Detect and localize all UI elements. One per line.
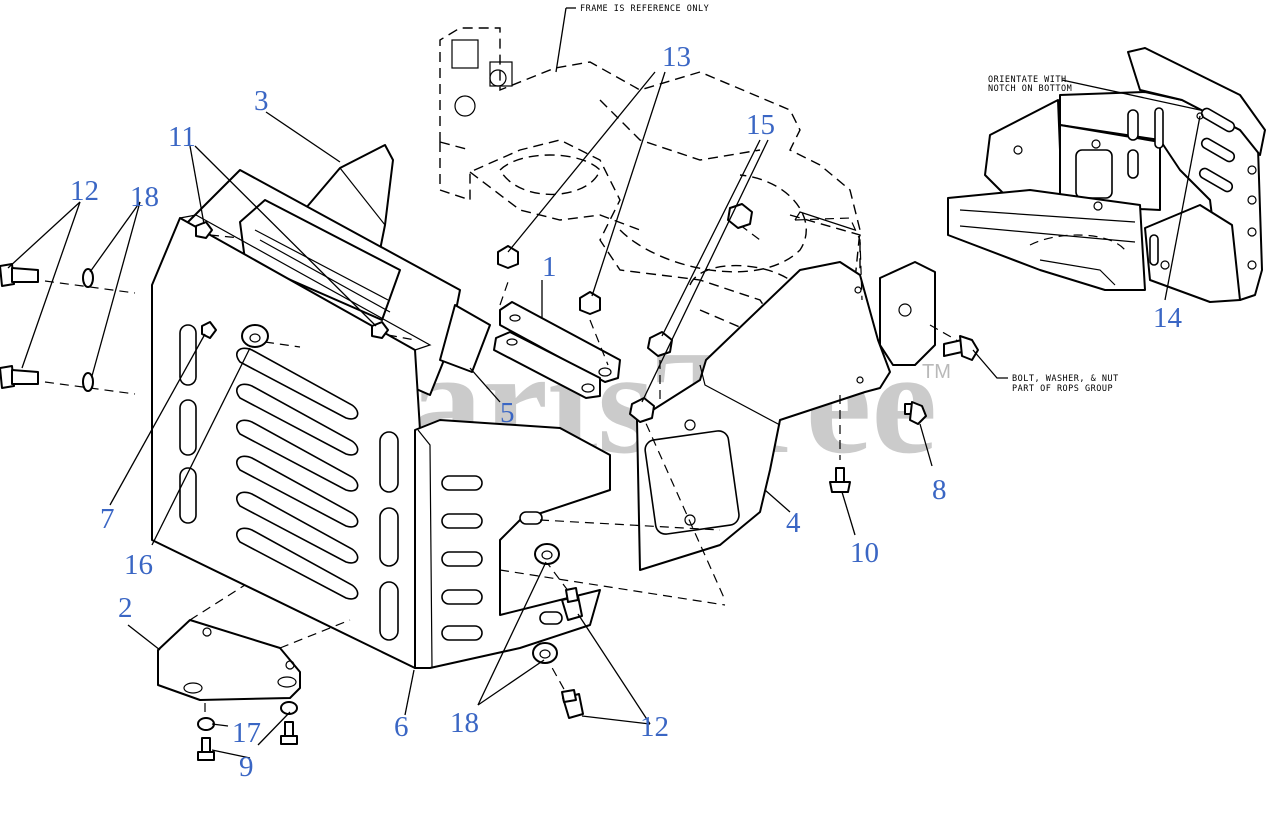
bolt-9-right: [280, 721, 298, 745]
note-orientate-line1: ORIENTATE WITH: [988, 75, 1067, 85]
leader-lines: [7, 7, 1201, 759]
callout-18-left[interactable]: 18: [130, 181, 159, 213]
spacer-16: [241, 324, 269, 348]
note-orientate-line2: NOTCH ON BOTTOM: [988, 84, 1072, 94]
bolt-12-bottom-upper: [561, 587, 583, 621]
part-6-main-shield: [151, 214, 611, 669]
part-4-side-shield: [636, 261, 891, 571]
callout-8[interactable]: 8: [932, 474, 947, 506]
callout-9[interactable]: 9: [239, 751, 254, 783]
washer-18-bottom-upper: [534, 543, 560, 565]
note-bolt-line1: BOLT, WASHER, & NUT: [1012, 374, 1119, 384]
washer-18-lower: [82, 372, 94, 392]
callout-5[interactable]: 5: [500, 397, 515, 429]
bolt-12-bottom-lower: [561, 689, 584, 719]
watermark-trademark: TM: [922, 361, 951, 383]
bolt-8: [904, 401, 927, 425]
nut-15-upper: [647, 331, 673, 357]
assembly-lines: [44, 224, 966, 712]
inset-assembly: [947, 47, 1266, 303]
callout-11[interactable]: 11: [168, 121, 196, 153]
notes: FRAME IS REFERENCE ONLY ORIENTATE WITH N…: [580, 4, 1119, 394]
bolt-9-left: [197, 737, 215, 761]
callout-7[interactable]: 7: [100, 503, 115, 535]
callout-6[interactable]: 6: [394, 711, 409, 743]
part-1-bracket: [493, 301, 621, 399]
washer-18-bottom-lower: [532, 642, 558, 664]
callouts: 1 2 3 4 5 6 7 8 9 10 11 12 12 13 14 15 1…: [70, 41, 1183, 783]
bolt-10: [829, 467, 851, 493]
callout-3[interactable]: 3: [254, 85, 269, 117]
rops-bolt: [943, 335, 979, 361]
part-2-plate: [157, 619, 301, 701]
bolt-7: [201, 321, 217, 339]
washer-17-right: [280, 701, 298, 715]
callout-18-bottom[interactable]: 18: [450, 707, 479, 739]
callout-17[interactable]: 17: [232, 717, 261, 749]
callout-4[interactable]: 4: [786, 507, 801, 539]
note-bolt-line2: PART OF ROPS GROUP: [1012, 384, 1113, 394]
nut-13-left: [497, 245, 519, 269]
washer-17-left: [197, 717, 215, 731]
callout-12-left[interactable]: 12: [70, 175, 99, 207]
bolt-12-lower: [0, 365, 39, 389]
callout-15[interactable]: 15: [746, 109, 775, 141]
callout-1[interactable]: 1: [542, 251, 557, 283]
note-frame-reference: FRAME IS REFERENCE ONLY: [580, 4, 709, 14]
bolt-12-upper: [0, 263, 39, 287]
washer-18-upper: [82, 268, 94, 288]
rops-bracket: [794, 211, 936, 366]
callout-2[interactable]: 2: [118, 592, 133, 624]
callout-10[interactable]: 10: [850, 537, 879, 569]
callout-16[interactable]: 16: [124, 549, 153, 581]
callout-14[interactable]: 14: [1153, 302, 1183, 334]
nut-13-right: [579, 291, 601, 315]
callout-13[interactable]: 13: [662, 41, 691, 73]
callout-12-bottom[interactable]: 12: [640, 711, 669, 743]
hardware: [0, 203, 979, 761]
